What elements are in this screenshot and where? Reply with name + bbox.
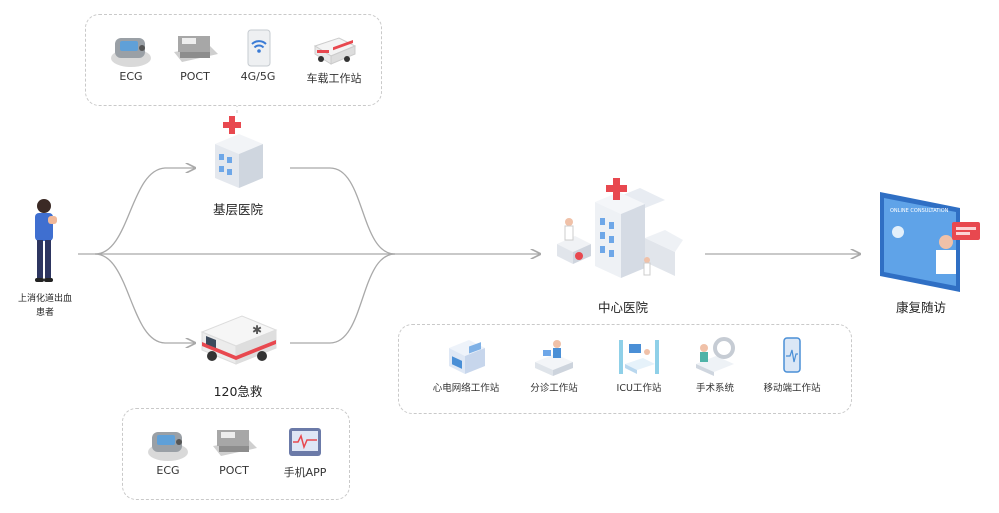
surgery-system-icon xyxy=(696,337,735,376)
grassroots-device-vehicle: 车载工作站 xyxy=(298,26,370,86)
central-station-surgery: 手术系统 xyxy=(682,334,748,394)
followup-label: 康复随访 xyxy=(895,300,946,315)
grassroots-hospital-label: 基层医院 xyxy=(212,202,263,217)
triage-desk-icon xyxy=(535,340,573,376)
patient-label-line1: 上消化道出血 xyxy=(17,294,72,304)
grassroots-to-central-curve xyxy=(290,167,396,255)
patient-label-line2: 患者 xyxy=(35,308,54,318)
patient-to-emergency-curve xyxy=(94,253,195,343)
patient-figure xyxy=(24,196,64,288)
station-label: 分诊工作站 xyxy=(530,383,578,394)
poct-analyzer-icon xyxy=(174,36,218,62)
ecg-network-icon xyxy=(449,340,485,374)
station-label: 手术系统 xyxy=(695,383,734,394)
station-label: 移动端工作站 xyxy=(763,383,821,394)
device-label: 手机APP xyxy=(283,466,327,479)
icu-bed-icon xyxy=(619,340,659,374)
mobile-app-icon xyxy=(289,428,321,456)
ambulance-workstation-icon xyxy=(313,37,357,65)
grassroots-device-network: 4G/5G xyxy=(233,26,283,83)
emergency-to-central-curve xyxy=(290,253,396,344)
device-label: 车载工作站 xyxy=(306,72,362,85)
grassroots-hospital-icon xyxy=(207,114,267,190)
central-station-mobile: 移动端工作站 xyxy=(752,334,832,394)
central-hospital-label: 中心医院 xyxy=(597,300,648,315)
station-label: ICU工作站 xyxy=(616,383,662,394)
followup-screen-text: ONLINE CONSULTATION xyxy=(890,208,949,214)
grassroots-device-ecg: ECG xyxy=(103,26,159,83)
mobile-station-icon xyxy=(783,337,801,373)
poct-analyzer-icon xyxy=(213,430,257,456)
followup-screen-icon: ONLINE CONSULTATION xyxy=(876,186,986,296)
emergency-label: 120急救 xyxy=(213,384,263,399)
device-label: POCT xyxy=(219,464,249,477)
device-label: POCT xyxy=(180,70,210,83)
emergency-device-ecg: ECG xyxy=(140,420,196,477)
emergency-device-app: 手机APP xyxy=(272,420,338,480)
central-station-icu: ICU工作站 xyxy=(604,334,674,394)
ecg-device-icon xyxy=(148,432,188,461)
patient-icon xyxy=(35,199,57,282)
device-label: 4G/5G xyxy=(240,70,276,83)
ecg-device-icon xyxy=(111,38,151,67)
device-label: ECG xyxy=(119,70,143,83)
emergency-device-poct: POCT xyxy=(206,420,262,477)
central-station-triage: 分诊工作站 xyxy=(519,334,589,394)
central-station-ecg-network: 心电网络工作站 xyxy=(425,334,507,394)
device-label: ECG xyxy=(156,464,180,477)
patient-to-grassroots-curve xyxy=(94,168,195,255)
patient-label: 上消化道出血 患者 xyxy=(10,292,80,320)
central-hospital-icon xyxy=(555,178,685,288)
station-label: 心电网络工作站 xyxy=(432,383,500,394)
wifi-signal-icon xyxy=(247,29,271,67)
emergency-ambulance-icon: ✱ xyxy=(196,298,280,370)
svg-text:✱: ✱ xyxy=(252,323,262,337)
grassroots-device-poct: POCT xyxy=(167,26,223,83)
